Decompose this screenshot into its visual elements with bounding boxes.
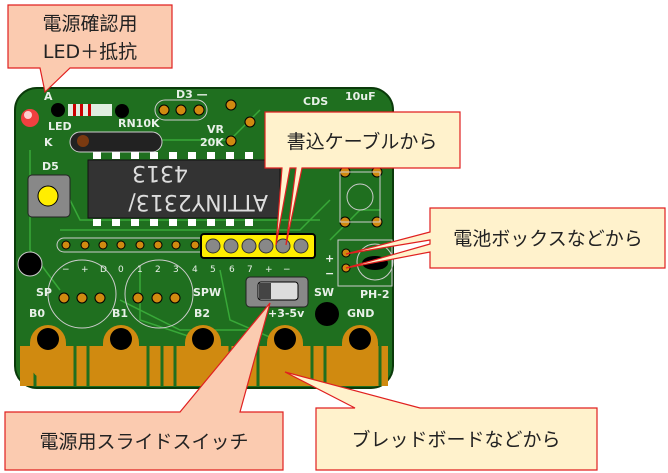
label-b0: B0 xyxy=(29,307,45,320)
pin-label: 7 xyxy=(247,265,253,275)
label-10uf: 10uF xyxy=(345,90,376,103)
label-b2: B2 xyxy=(194,307,210,320)
chip-label-line2: ATTINY2313/ xyxy=(128,189,268,214)
pin-label: − xyxy=(62,265,70,275)
label-3-5v: +3-5v xyxy=(268,307,305,320)
pin-label: 5 xyxy=(210,265,216,275)
label-rn10k: RN10K xyxy=(118,117,160,130)
label-d5: D5 xyxy=(42,160,59,173)
label-minus: − xyxy=(325,267,334,280)
pin-label: 1 xyxy=(137,265,143,275)
label-ph2: PH-2 xyxy=(360,288,390,301)
label-spw: SPW xyxy=(193,286,221,299)
chip-label-line1: 4313 xyxy=(132,160,188,185)
contact-pads xyxy=(30,325,378,380)
pin-label: 2 xyxy=(155,265,161,275)
callout-led-line1: 電源確認用 xyxy=(42,13,137,35)
label-sw: SW xyxy=(314,286,334,299)
pin-label: + xyxy=(265,265,273,275)
callout-cable-text: 書込ケーブルから xyxy=(287,130,438,153)
label-k: K xyxy=(44,136,53,149)
pin-label: 3 xyxy=(173,265,179,275)
callout-battery-text: 電池ボックスなどから xyxy=(453,228,642,250)
label-gnd: GND xyxy=(347,307,374,320)
pin-label: D xyxy=(100,265,107,275)
label-led: LED xyxy=(48,120,72,133)
pin-label: 6 xyxy=(229,265,235,275)
label-sp: SP xyxy=(36,286,52,299)
callout-breadboard: ブレッドボードなどから xyxy=(284,371,598,471)
callout-slide-switch: 電源用スライドスイッチ xyxy=(4,302,284,471)
label-cds: CDS xyxy=(303,95,328,108)
label-20k: 20K xyxy=(200,136,224,149)
label-a: A xyxy=(44,90,53,103)
label-d3: D3 — xyxy=(176,88,208,101)
pin-label: + xyxy=(81,265,89,275)
callout-switch-text: 電源用スライドスイッチ xyxy=(39,431,248,453)
pin-label: − xyxy=(283,265,291,275)
callout-breadboard-text: ブレッドボードなどから xyxy=(351,428,560,451)
pin-label: 4 xyxy=(192,265,198,275)
label-plus: + xyxy=(325,252,334,265)
label-vr: VR xyxy=(207,123,225,136)
callout-led-line2: LED＋抵抗 xyxy=(43,41,137,63)
callout-led-resistor: 電源確認用 LED＋抵抗 xyxy=(7,4,173,94)
callout-battery-box: 電池ボックスなどから xyxy=(345,207,666,269)
microcontroller-chip xyxy=(87,159,281,219)
label-b1: B1 xyxy=(112,307,128,320)
callout-programming-cable: 書込ケーブルから xyxy=(264,111,461,246)
pin-label: 0 xyxy=(118,265,124,275)
